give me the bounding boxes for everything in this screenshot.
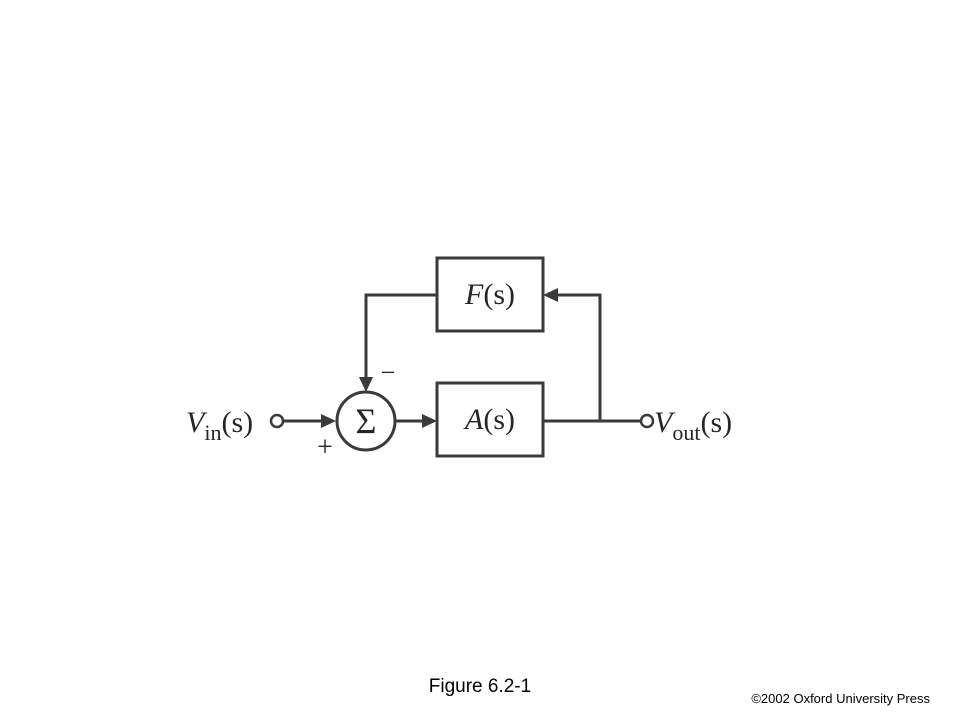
forward-function: A: [463, 403, 484, 436]
input-arrowhead: [321, 414, 336, 428]
feedback-out-arrowhead: [359, 377, 373, 392]
output-argument: (s): [700, 406, 732, 439]
summation-symbol: Σ: [356, 401, 377, 441]
output-label: Vout(s): [654, 406, 732, 445]
input-subscript: in: [204, 420, 221, 445]
feedback-return-wire: [364, 293, 437, 378]
feedback-argument: (s): [483, 278, 515, 311]
copyright-notice: ©2002 Oxford University Press: [751, 691, 930, 706]
input-symbol: V: [186, 406, 208, 439]
input-argument: (s): [221, 406, 253, 439]
feedback-block: [435, 256, 545, 333]
output-symbol: V: [654, 406, 676, 439]
input-label: Vin(s): [186, 406, 253, 445]
forward-arrowhead: [422, 414, 437, 428]
minus-sign: −: [381, 358, 396, 387]
forward-argument: (s): [483, 403, 515, 436]
output-subscript: out: [672, 420, 700, 445]
feedback-function: F: [464, 278, 484, 311]
input-terminal: [269, 413, 285, 429]
forward-block-label: A(s): [463, 403, 515, 436]
plus-sign: +: [317, 432, 333, 463]
feedback-in-arrowhead: [543, 288, 558, 302]
figure-caption: Figure 6.2-1: [428, 676, 532, 697]
output-terminal: [639, 413, 655, 429]
feedback-block-label: F(s): [464, 278, 515, 311]
feedback-takeoff-wire: [556, 293, 602, 421]
